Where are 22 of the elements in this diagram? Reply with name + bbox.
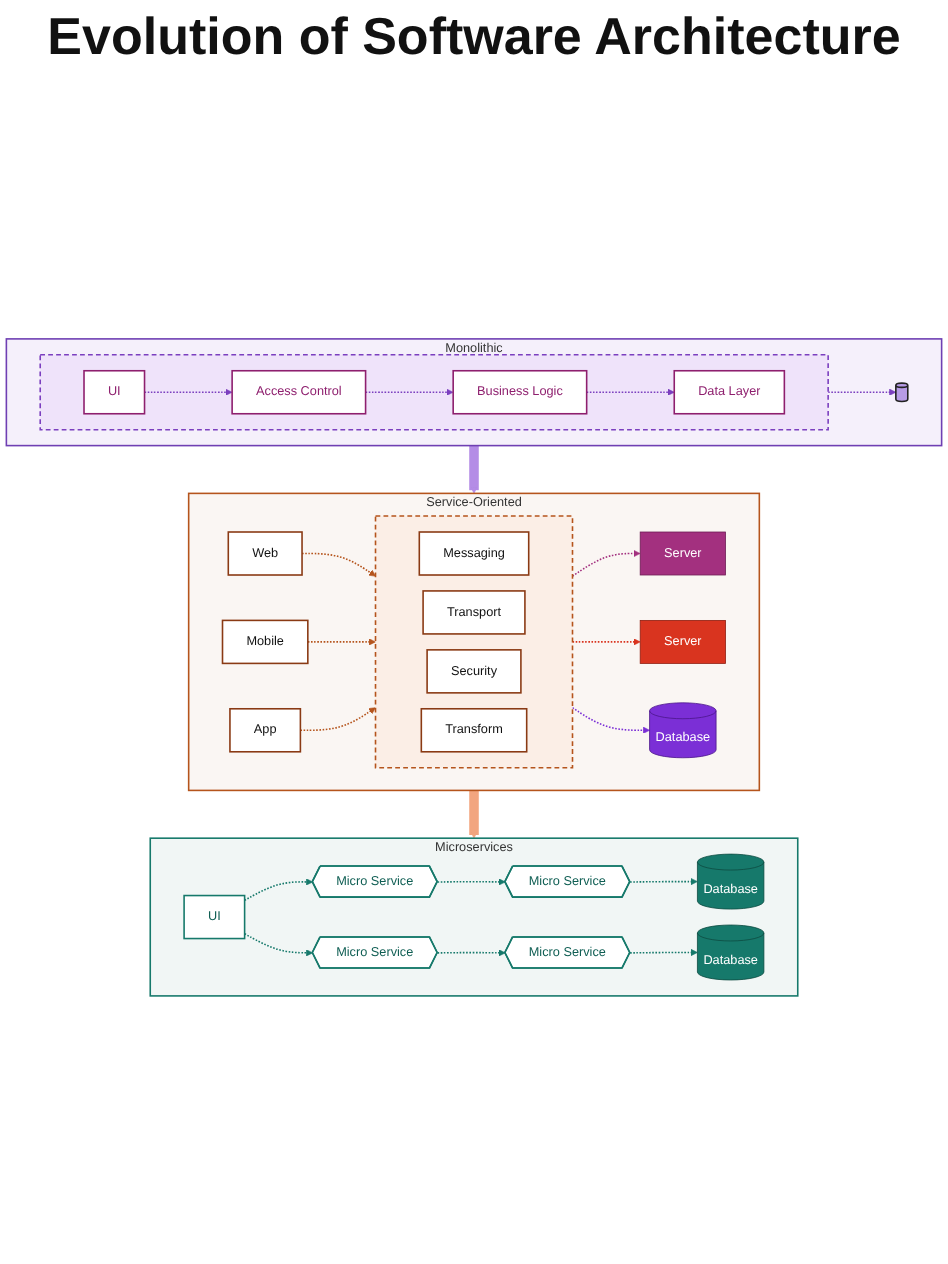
arrow xyxy=(243,877,313,901)
arrow xyxy=(827,387,897,395)
node-cylinder xyxy=(895,381,909,402)
arrow xyxy=(629,877,698,885)
arrow xyxy=(571,706,650,733)
arrow xyxy=(585,387,675,395)
cluster xyxy=(374,514,574,768)
arrow xyxy=(469,788,479,838)
arrow xyxy=(143,387,233,395)
arrow xyxy=(307,637,376,645)
title: Evolution of Software Architecture xyxy=(47,8,901,66)
arrow xyxy=(301,551,376,576)
arrow xyxy=(629,948,698,956)
arrow xyxy=(243,932,313,956)
arrow xyxy=(299,706,376,731)
arrow xyxy=(469,444,479,493)
arrow xyxy=(364,387,454,395)
arrow xyxy=(571,637,641,645)
arrow xyxy=(571,549,641,577)
arrow xyxy=(436,877,506,885)
arrow xyxy=(436,948,506,956)
cluster xyxy=(39,353,829,430)
